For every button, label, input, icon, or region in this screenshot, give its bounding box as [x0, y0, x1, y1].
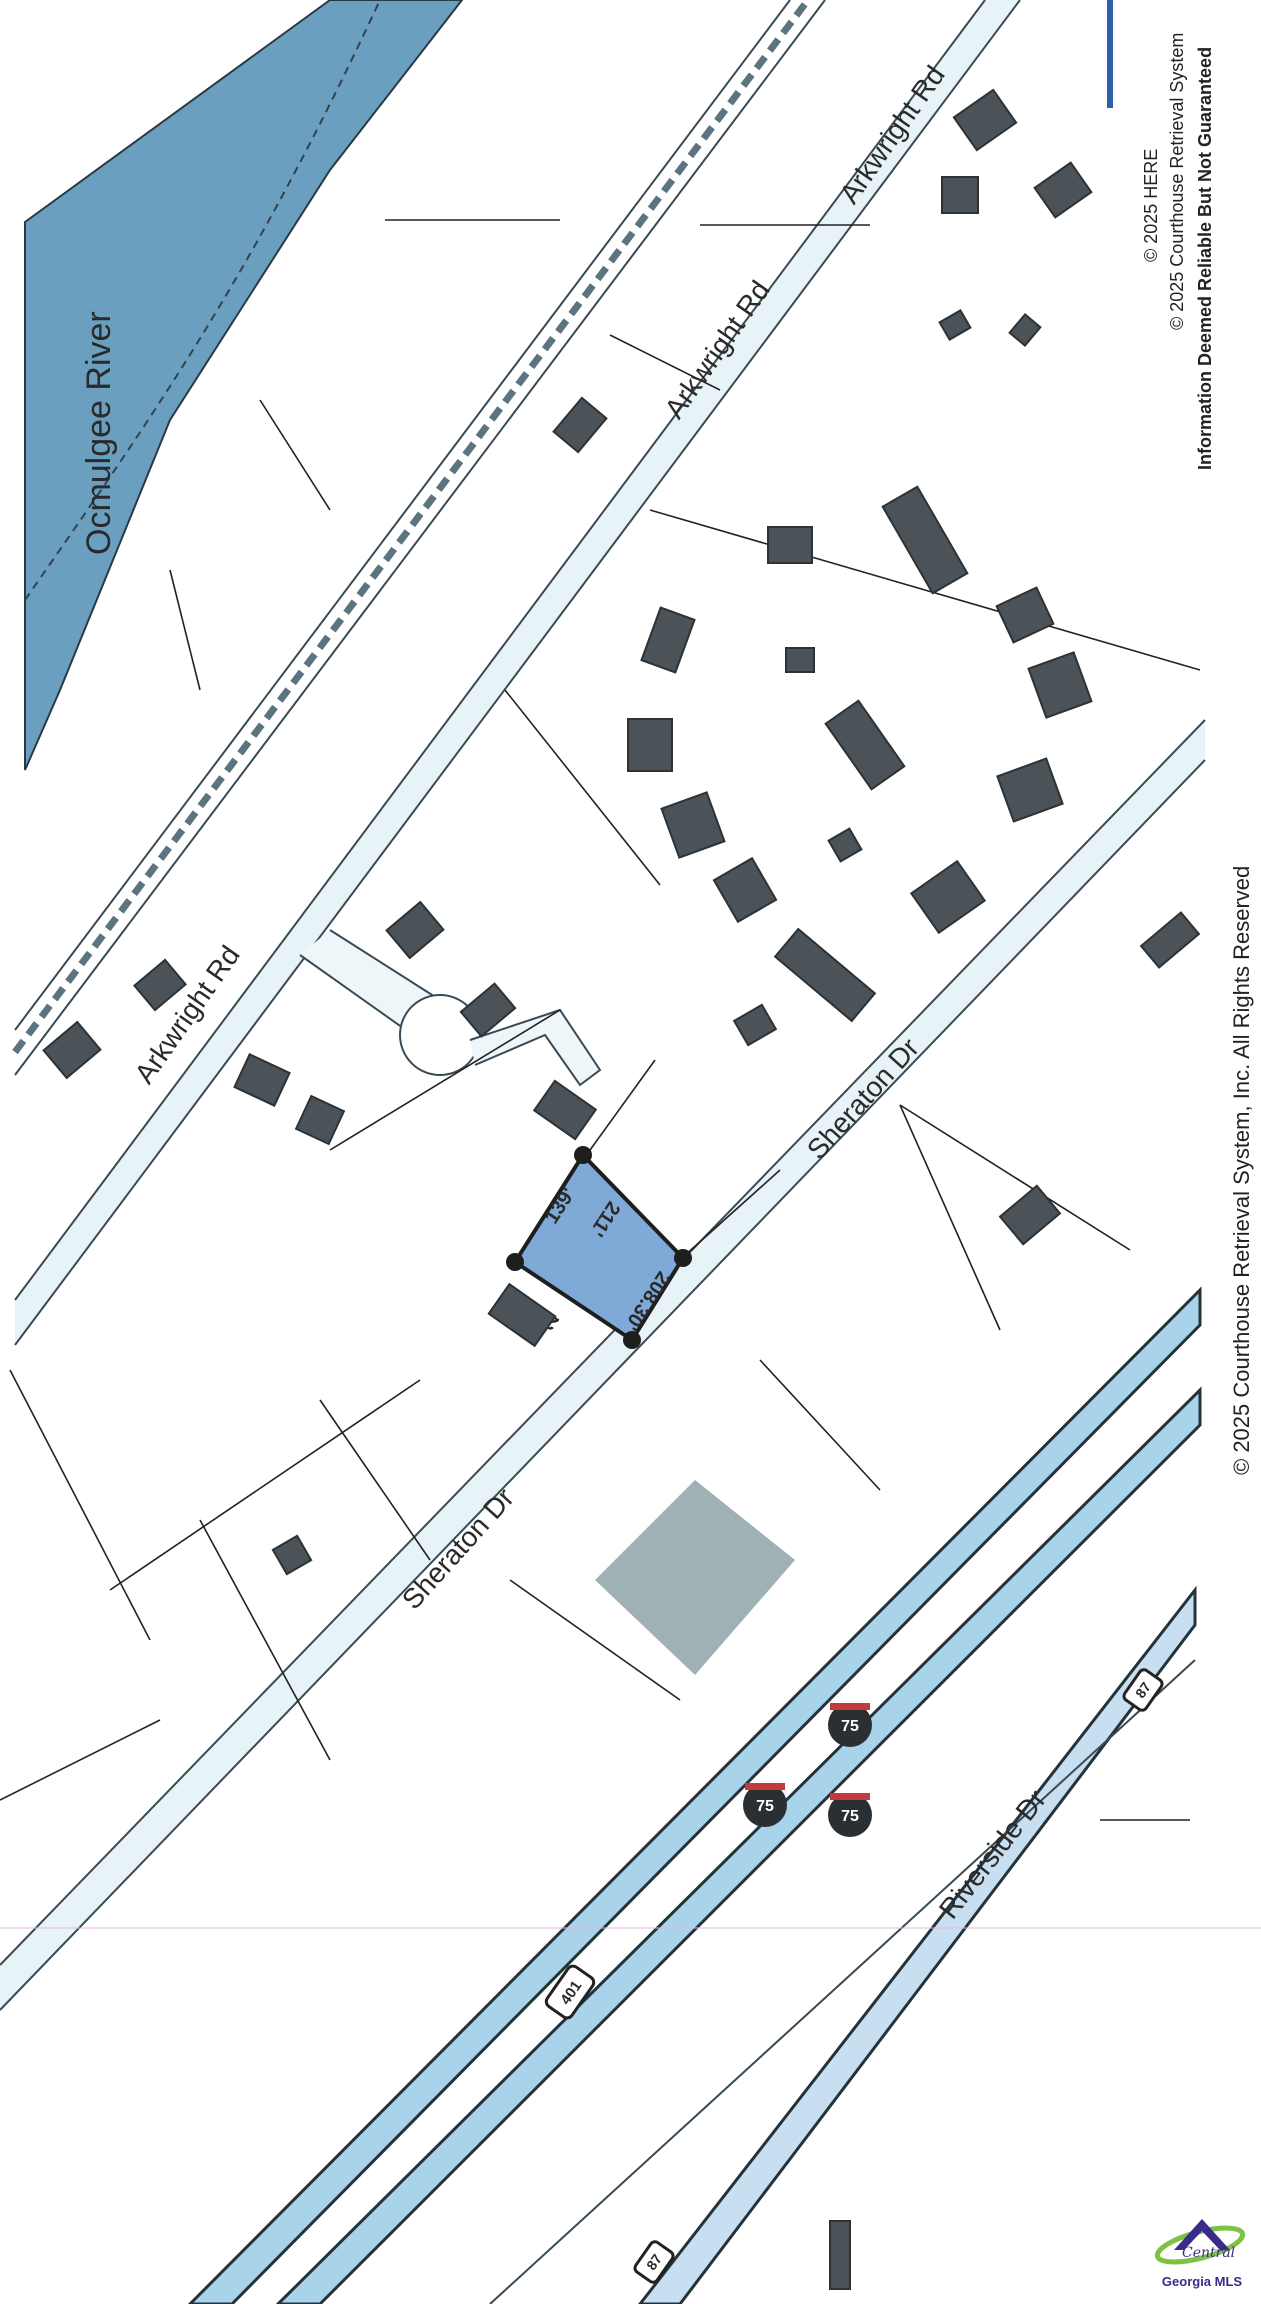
river-label: Ocmulgee River — [80, 311, 118, 555]
svg-text:75: 75 — [756, 1798, 774, 1815]
interstate-75 — [187, 1286, 1202, 2304]
arkwright-road — [14, 0, 1021, 1346]
interstate-shield-3: 75 — [828, 1793, 872, 1837]
central-georgia-mls-logo: Central Georgia MLS — [1152, 2205, 1252, 2295]
scale-bar — [1107, 0, 1113, 108]
crs-attribution-bottom: © 2025 Courthouse Retrieval System, Inc.… — [1229, 865, 1254, 1475]
interstate-shield-1: 75 — [743, 1783, 787, 1827]
crs-attribution-top: © 2025 Courthouse Retrieval System — [1167, 32, 1187, 330]
parcel-lines — [0, 219, 1201, 1821]
gray-square-lot — [595, 1480, 795, 1675]
state-route-shield-1: 87 — [1122, 1668, 1164, 1712]
state-route-shield-2: 87 — [633, 2240, 675, 2284]
ocmulgee-river — [24, 0, 464, 771]
buildings — [42, 88, 1201, 2290]
here-attribution: © 2025 HERE — [1141, 148, 1161, 262]
logo-script: Central — [1182, 2245, 1236, 2261]
riverside-drive — [489, 1585, 1197, 2304]
arkwright-label-3: Arkwright Rd — [834, 60, 951, 209]
riverside-label: Riverside Dr — [933, 1784, 1052, 1924]
logo-text: Georgia MLS — [1161, 2274, 1243, 2289]
us-route-shield: 401 — [544, 1964, 596, 2020]
railroad — [12, 0, 826, 1076]
svg-text:75: 75 — [841, 1808, 859, 1825]
svg-text:75: 75 — [841, 1718, 859, 1735]
house-swoosh-icon — [1154, 2219, 1246, 2265]
sheraton-label-2: Sheraton Dr — [801, 1032, 925, 1165]
river-dashed-boundary — [24, 0, 381, 601]
interstate-shield-2: 75 — [828, 1703, 872, 1747]
sheraton-drive — [0, 719, 1206, 2011]
disclaimer: Information Deemed Reliable But Not Guar… — [1195, 46, 1215, 470]
cul-de-sac — [299, 929, 602, 1087]
